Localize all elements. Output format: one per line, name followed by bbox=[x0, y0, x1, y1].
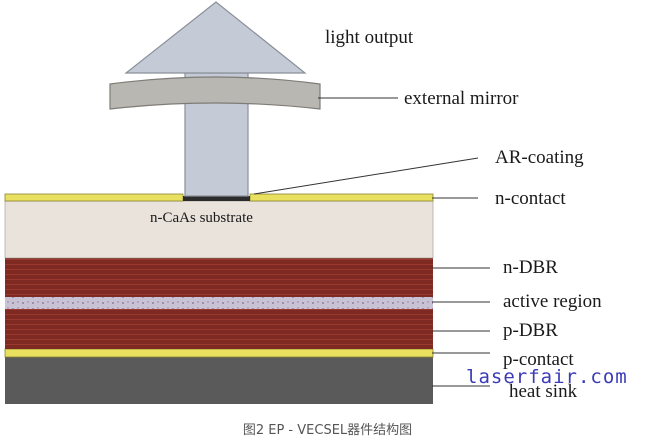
ar-coating-label: AR-coating bbox=[495, 147, 584, 168]
figure-caption: 图2 EP - VECSEL器件结构图 bbox=[242, 423, 413, 438]
substrate-label: n-CaAs substrate bbox=[150, 210, 253, 226]
p-contact-label: p-contact bbox=[503, 349, 574, 370]
p-contact-layer bbox=[4, 348, 434, 358]
ar-coating-leader bbox=[253, 157, 479, 195]
light-output-arrow-head bbox=[124, 1, 307, 74]
heat-sink-layer bbox=[5, 357, 433, 404]
n-dbr-layer bbox=[5, 258, 433, 297]
substrate-layer bbox=[4, 200, 434, 259]
external-mirror-label: external mirror bbox=[404, 88, 519, 109]
watermark-text: laserfair.com bbox=[466, 366, 628, 388]
external-mirror bbox=[109, 76, 321, 110]
n-dbr-label: n-DBR bbox=[503, 257, 558, 278]
p-dbr-label: p-DBR bbox=[503, 320, 558, 341]
n-contact-right bbox=[249, 193, 434, 202]
n-contact-left bbox=[4, 193, 184, 202]
active-region-layer bbox=[5, 297, 433, 309]
light-output-label: light output bbox=[325, 27, 414, 48]
n-contact-label: n-contact bbox=[495, 188, 566, 209]
structure-drawing bbox=[4, 1, 490, 404]
p-dbr-layer bbox=[5, 309, 433, 349]
heat-sink-label: heat sink bbox=[509, 381, 578, 402]
ar-coating-layer bbox=[183, 196, 250, 201]
active-region-label: active region bbox=[503, 291, 602, 312]
